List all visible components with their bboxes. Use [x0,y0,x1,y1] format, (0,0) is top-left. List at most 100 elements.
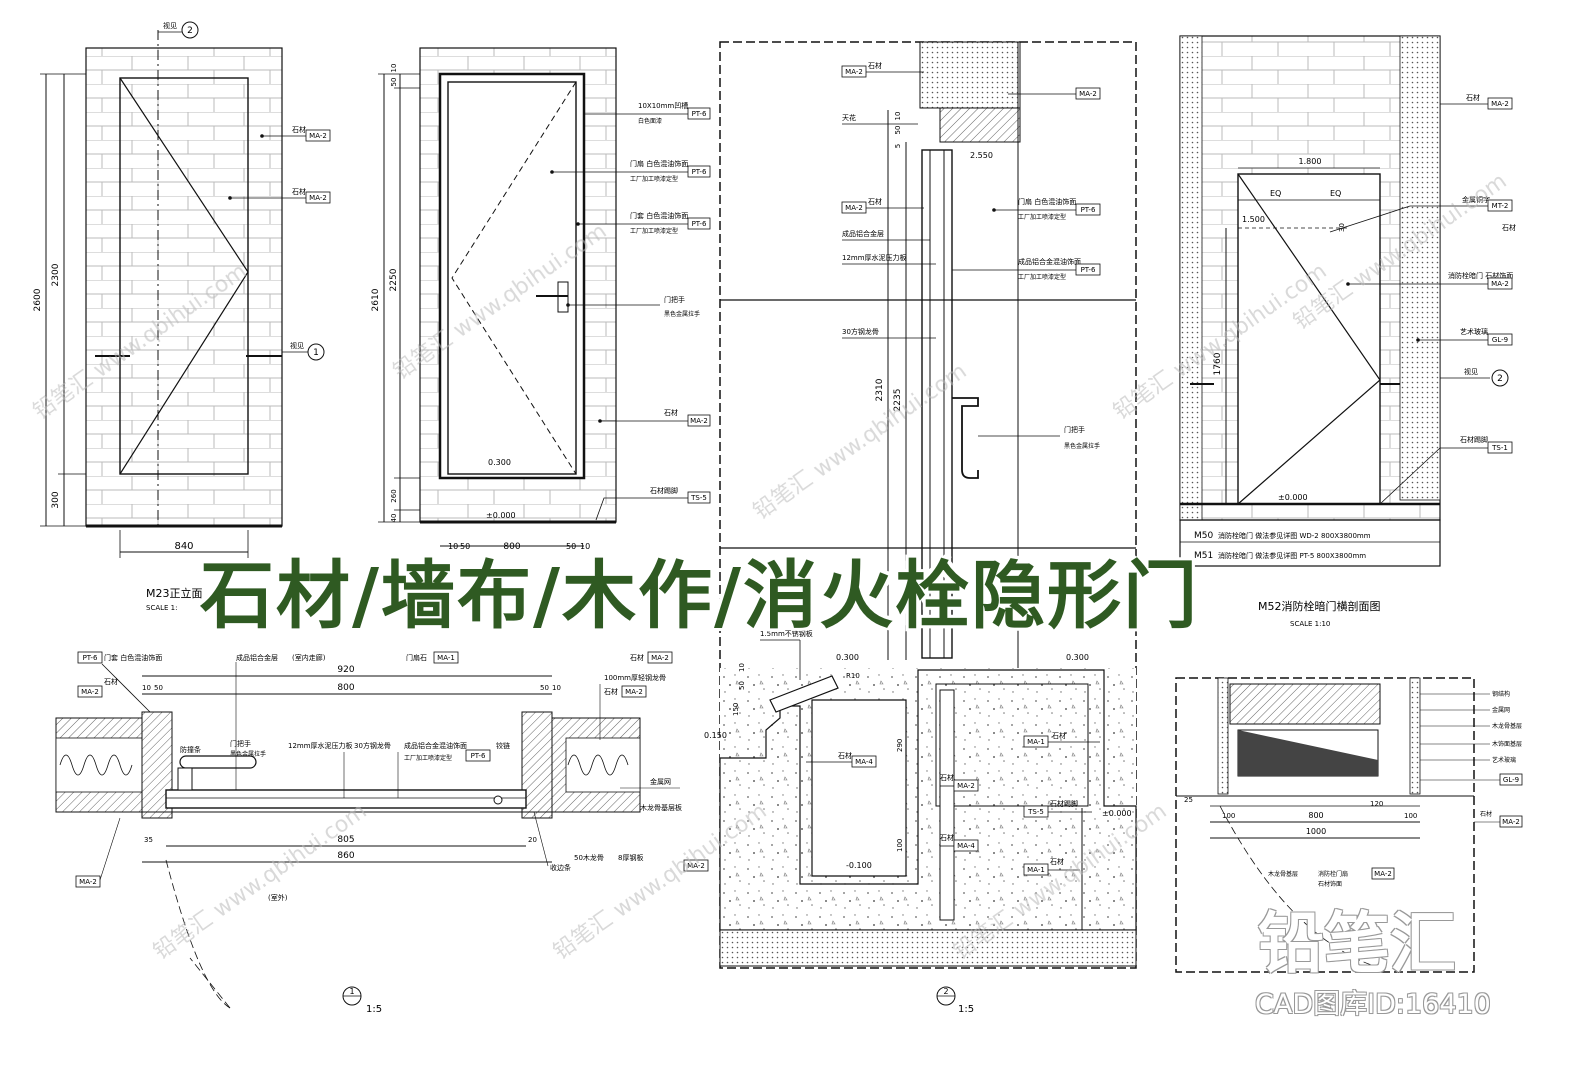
tag-note: 石材 [1466,93,1480,102]
level-mark: ±0.000 [486,511,516,520]
dim-30: 30 [1338,223,1346,232]
tag-note: 视见 [1464,367,1478,376]
dim-50: 50 [540,684,549,692]
door-section [921,149,953,659]
dim-10: 10 [552,684,561,692]
tag-code: TS-5 [1027,808,1044,816]
tag-note2: 工厂加工喷漆定型 [1018,213,1066,221]
dim-10: 10 [142,684,151,692]
schedule-code: M50 [1194,531,1213,541]
tag-note2: 黑色金属拉手 [664,310,700,318]
tag-note: 石材 [1052,731,1066,740]
tag-list: 钢结构 金属网 木龙骨基层 木饰面基层 艺术玻璃 GL-9 石材 MA-2 [1420,690,1523,828]
dim-top-b: 50 [390,78,398,87]
tag-note: 成品铝合金层 [236,653,278,662]
tag-note: 石材 [838,751,852,760]
level-mark: 0.300 [488,458,511,467]
section-mark-scale: 1:5 [958,1004,974,1015]
tag-code: MA-2 [1079,90,1097,98]
dim-upper-height: 2300 [51,263,61,286]
tag-note: 石材踢脚 [650,486,678,495]
tag-code: MA-2 [1502,818,1520,826]
tag-code: MA-2 [79,878,97,886]
tag-list-right: MA-2 门扇 白色混油饰面 工厂加工喷漆定型 PT-6 成品铝合金混油饰面 工… [952,87,1101,450]
banner-title: 石材/墙布/木作/消火栓隐形门 [200,553,1200,639]
schedule-code: M51 [1194,551,1213,561]
tag-code: GL-9 [1503,776,1519,784]
tag-code: PT-6 [1081,206,1096,214]
door-frame [438,72,586,480]
dim-290: 290 [896,739,904,752]
dim-100: 100 [896,839,904,852]
tag-note: 天花 [842,113,856,122]
tag-note: 成品铝合金混油饰面 [1018,257,1081,266]
level-mark: 2.550 [970,151,993,160]
section-mark-num: 2 [1497,374,1503,384]
brand-logo-text: 铅笔汇 [1258,905,1456,982]
tag-code: MA-4 [855,758,873,766]
tag-code: PT-6 [692,110,707,118]
tag-code: MA-2 [1374,870,1392,878]
tag-note: 木饰面基层 [1492,740,1522,748]
door-handle [179,755,257,769]
dim-25: 25 [1184,796,1193,804]
tag-code: MA-1 [1027,738,1045,746]
tag-code: TS-5 [690,494,707,502]
dim-eq: EQ [1270,189,1281,198]
tag-note: 石材 [292,187,306,196]
dim-100: 100 [1222,812,1235,820]
tag-note: 石材 [630,653,644,662]
door-handle [952,397,979,479]
tag-note: 成品铝合金层 [842,229,884,238]
section-mark-num: 2 [943,987,948,996]
door-leaf [447,81,577,475]
tag-code: MA-2 [845,204,863,212]
lower-tags: 1.5mm不锈钢板 石材 MA-4 MA-1 石材 石材 MA-2 TS-5 石… [760,629,1100,876]
tag-note2: 工厂加工喷漆定型 [630,175,678,183]
dim-20: 20 [528,836,537,844]
elevation-door: 2610 10 50 2250 260 40 10 50 800 50 10 0… [371,47,711,552]
tag-note: 石材 [1050,857,1064,866]
tag-note: 石材 [868,61,882,70]
tag-code: PT-6 [692,168,707,176]
tag-note: 石材 [940,773,954,782]
tag-note: 钢结构 [1492,690,1510,698]
tag-code: MA-2 [309,194,327,202]
tag-note: 艺术玻璃 [1492,756,1516,764]
tag-code: TS-1 [1491,444,1508,452]
tag-code: PT-6 [692,220,707,228]
dim-side: 1.500 [1242,215,1265,224]
dim-100: 100 [1404,812,1417,820]
dim-2235: 2235 [893,389,903,412]
section-mark-scale: 1:5 [366,1004,382,1015]
tag-note: 门扇石 [406,653,427,662]
stone-wall [85,47,283,527]
dim-1760: 1760 [1213,352,1223,375]
tag-code: MA-2 [690,417,708,425]
section-mark-label: 视见 [290,341,304,350]
tag-note: 100mm厚轻钢龙骨 [604,673,666,682]
tag-note: 木龙骨基层板 [640,803,682,812]
tag-note: 石材踢脚 [1050,799,1078,808]
tag-note: 10X10mm凹槽 [638,101,688,110]
door-schedule [1179,519,1441,567]
tag-note2: 工厂加工喷漆定型 [630,227,678,235]
tag-note: 消防栓门扇 [1318,870,1348,878]
level-mark: 0.150 [704,731,727,740]
level-mark: 0.300 [1066,653,1089,662]
tag-note: 石材 [292,125,306,134]
tag-note: 8厚钢板 [618,853,643,862]
tag-note: 门扇 白色混油饰面 [1018,197,1076,206]
dim-50: 50 [894,126,902,135]
tag-note: 门套 白色混油饰面 [104,653,162,662]
schedule-text: 消防栓暗门 做法参见详图 PT-5 800X3800mm [1218,551,1366,560]
dim-860: 860 [337,851,354,861]
tag-note: 收边条 [550,863,571,872]
tag-code: MT-2 [1492,202,1509,210]
dim-w-c: 50 [566,542,576,551]
elevation-left: 2600 2300 300 840 石材 MA-2 石材 MA-2 视见 2 视… [33,21,331,612]
tag-list: 10X10mm凹槽 白色面漆 PT-6 门扇 白色混油饰面 工厂加工喷漆定型 P… [550,101,711,521]
tag-note: 金属铜字 [1462,195,1490,204]
tag-list: 石材 MA-2 金属铜字 MT-2 石材 消防栓暗门 石材饰面 MA-2 艺术玻… [1329,93,1516,505]
dim-2310: 2310 [875,378,885,401]
